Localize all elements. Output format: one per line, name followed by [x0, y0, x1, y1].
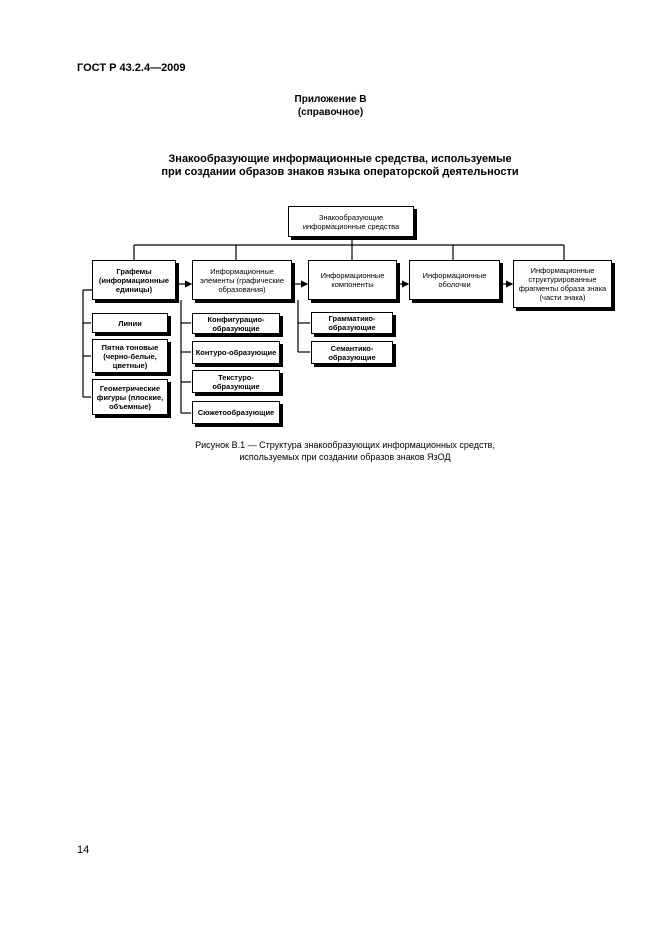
graphemes-box: Графемы (информационные единицы): [92, 260, 176, 300]
appendix-type: (справочное): [297, 107, 364, 118]
figure-caption: Рисунок В.1 — Структура знакообразующих …: [0, 439, 661, 463]
configuration-box: Конфигурацио-образующие: [192, 313, 280, 334]
figure-title-line-2: при создании образов знаков языка операт…: [161, 166, 519, 178]
appendix-label: Приложение В: [294, 94, 367, 105]
plot-box: Сюжетообразующие: [192, 401, 280, 424]
info-shells-box: Информационные оболочки: [409, 260, 500, 300]
figure-caption-line-2: используемых при создании образов знаков…: [239, 452, 451, 462]
tonal-spots-box: Пятна тоновые (черно-белые, цветные): [92, 339, 168, 373]
grammatical-box: Грамматико-образующие: [311, 312, 393, 334]
geometric-figures-box: Геометрические фигуры (плоские, объемные…: [92, 379, 168, 415]
root-box: Знакообразующие информационные средства: [288, 206, 414, 237]
semantic-box: Семантико-образующие: [311, 341, 393, 364]
info-fragments-box: Информационные структурированные фрагмен…: [513, 260, 612, 308]
figure-caption-line-1: Рисунок В.1 — Структура знакообразующих …: [195, 440, 495, 450]
figure-title: Знакообразующие информационные средства,…: [0, 153, 661, 179]
appendix-heading: Приложение В (справочное): [0, 93, 661, 119]
page-number: 14: [77, 844, 90, 856]
texture-box: Текстуро-образующие: [192, 370, 280, 393]
info-components-box: Информационные компоненты: [308, 260, 397, 300]
info-elements-box: Информационные элементы (графические обр…: [192, 260, 292, 300]
contour-box: Контуро-образующие: [192, 341, 280, 364]
lines-box: Линии: [92, 313, 168, 333]
document-header: ГОСТ Р 43.2.4—2009: [77, 62, 186, 74]
figure-title-line-1: Знакообразующие информационные средства,…: [168, 153, 512, 165]
